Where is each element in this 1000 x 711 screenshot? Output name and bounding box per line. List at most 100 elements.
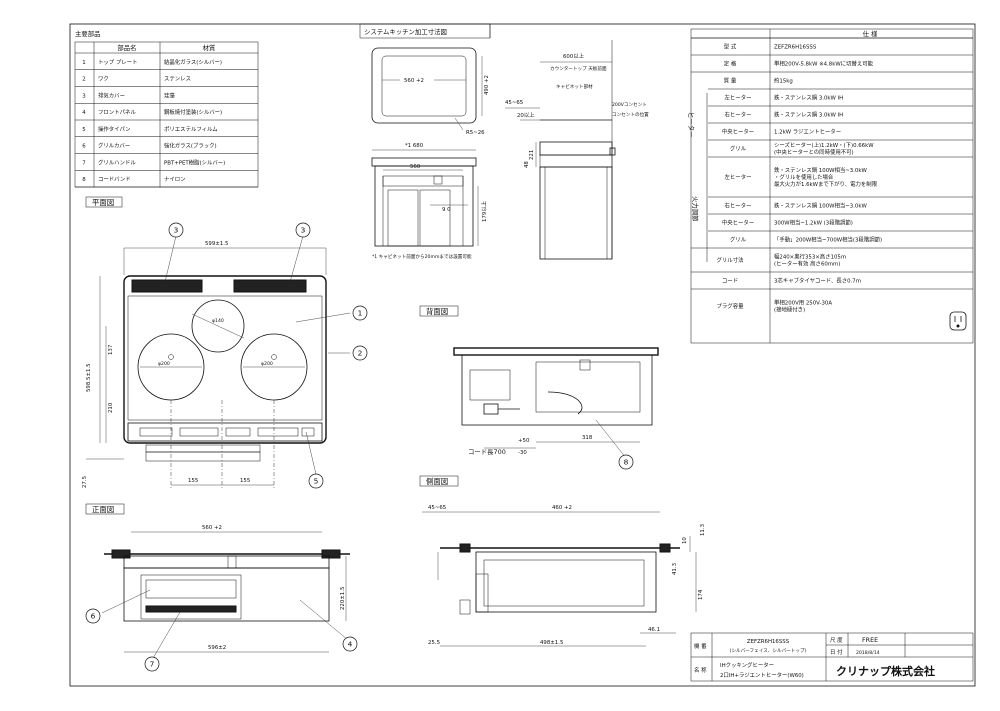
parts-row-no: 8	[82, 177, 86, 183]
parts-header-name: 部品名	[117, 43, 136, 52]
parts-row-no: 2	[82, 77, 85, 83]
tb-name2: 2口IH+ラジエントヒーター(W60)	[720, 671, 804, 679]
plan-width: 599±1.5	[205, 241, 228, 247]
spec-row-value: 幅240×奥行353×高さ105m(ヒーター有効 高さ60mm)	[774, 253, 846, 268]
parts-row-name: グリルカバー	[98, 142, 130, 150]
spec-row-value: 鉄・ステンレス鍋 3.0kW IH	[774, 111, 843, 119]
callout-number: 8	[624, 458, 629, 467]
parts-row-material: 結晶化ガラス(シルバー)	[164, 58, 222, 66]
callout-number: 3	[301, 226, 306, 235]
callout-circle	[352, 345, 368, 361]
spec-row-label: プラグ容量	[717, 302, 745, 310]
side-174: 174	[698, 589, 704, 600]
spec-row-value: 300W相当~1.2kW (3段階調節)	[774, 219, 853, 227]
parts-row-material: ポリエステルフィルム	[164, 125, 218, 133]
tb-label-model: 機 番	[694, 642, 707, 650]
parts-row-material: ナイロン	[164, 176, 186, 183]
front-220: 220±1.5	[340, 587, 346, 610]
front-560: 560 +2	[202, 525, 222, 531]
spec-row-value: 「手動」200W相当~700W相当(3段階調節)	[774, 236, 882, 244]
callout-number: 1	[358, 309, 363, 318]
spec-row-label: 中央ヒーター	[722, 219, 754, 227]
plan-right-vent	[233, 279, 307, 293]
cutout-600: 600以上	[563, 52, 585, 60]
spec-row-label: 左ヒーター	[725, 94, 752, 102]
callout-circle	[618, 454, 634, 470]
plan-view: 平面図 599±1.5 φ140 φ200 φ200	[82, 196, 327, 490]
callout-number: 6	[91, 612, 96, 621]
plan-center-burner	[191, 299, 245, 353]
plug-icon	[949, 311, 967, 331]
callout-circle	[85, 608, 101, 624]
cutout-width: 560 +2	[404, 78, 424, 84]
sheet-frame	[69, 23, 976, 687]
callout-circle	[144, 656, 160, 672]
parts-row-name: 排気カバー	[98, 91, 125, 99]
spec-row-label: 中央ヒーター	[722, 128, 754, 136]
tb-date: 2018/8/14	[856, 650, 880, 656]
parts-row-name: トップ プレート	[98, 59, 137, 66]
spec-row-label: 型 式	[724, 43, 737, 51]
plan-155a: 155	[188, 478, 198, 484]
plan-275: 27.5	[82, 476, 88, 488]
cutout-221: 221	[529, 150, 535, 160]
spec-row-label: グリル	[730, 145, 747, 153]
side-title: 側面図	[426, 477, 448, 486]
spec-row-value: シーズヒーター(上)1.2kW・(下)0.66kW(中央ヒーターとの同時使用不可…	[774, 141, 874, 156]
parts-row-material: 強化ガラス(ブラック)	[164, 142, 217, 150]
plan-control-keys	[139, 427, 315, 437]
cutout-20: 20以上	[517, 111, 535, 119]
spec-row-label: 右ヒーター	[725, 111, 752, 119]
side-view: 側面図 45~65 460 +2 498±1.5 25.5 46.1 10 11…	[419, 475, 706, 647]
tb-model: ZEFZR6H16SSS	[747, 639, 790, 645]
spec-row-value: 鉄・ステンレス鍋 100W相当~3.0kW・グリルを使用した場合最大火力が1.6…	[774, 166, 878, 188]
spec-row-value: 約15kg	[774, 77, 793, 85]
plan-center-burner-label: φ140	[212, 318, 224, 324]
spec-row-value: 単相200V-5.8kW ※4.8kWに切替え可能	[774, 60, 874, 68]
side-255: 25.5	[428, 640, 440, 646]
tb-label-date: 日 付	[830, 648, 843, 656]
front-view: 正面図 560 +2 596±2 220±1.5	[85, 503, 350, 653]
tb-name1: IHクッキングヒーター	[720, 661, 774, 669]
parts-row-no: 5	[82, 127, 85, 133]
parts-row-material: 珪藻	[164, 91, 175, 99]
plan-depth: 598.5±1.5	[86, 363, 92, 392]
back-view: 背面図 コード長700 +50 -30 318	[419, 305, 659, 456]
parts-row-name: コードバンド	[98, 176, 131, 183]
callout-circle	[352, 305, 368, 321]
front-grill-door	[140, 574, 242, 620]
cutout-drawing: システムキッチン加工寸法図 560 +2 490 +2 R5~26 *1 680…	[359, 23, 649, 260]
callout-number: 5	[314, 477, 319, 486]
cutout-wall-note: キャビネット部材	[556, 83, 593, 90]
callout-circle	[295, 222, 311, 238]
callout-circle	[342, 636, 358, 652]
callout-circle	[168, 222, 184, 238]
spec-row-label: 定 格	[724, 60, 737, 68]
parts-row-material: 鋼板焼付塗装(シルバー)	[164, 108, 222, 116]
back-title: 背面図	[426, 307, 448, 316]
spec-row-value: 鉄・ステンレス鍋 100W相当~3.0kW	[774, 202, 867, 210]
callout-number: 3	[174, 226, 179, 235]
parts-row-no: 3	[82, 93, 85, 99]
tb-label-scale: 尺 度	[830, 636, 843, 644]
parts-row-no: 6	[82, 144, 86, 150]
front-title: 正面図	[92, 505, 114, 514]
side-10: 10	[682, 537, 688, 544]
spec-row-label: グリル寸法	[717, 256, 745, 264]
spec-row-label: 質 量	[724, 77, 737, 85]
cutout-4565: 45~65	[505, 100, 523, 106]
back-cord-minus: -30	[518, 450, 527, 456]
plan-210: 210	[108, 402, 114, 413]
back-plug	[483, 403, 499, 415]
tb-label-name: 名 称	[694, 666, 707, 674]
front-grill-handle	[145, 605, 237, 613]
cutout-depth: 490 +2	[484, 75, 490, 95]
parts-row-no: 7	[82, 160, 85, 166]
cutout-48: 48	[524, 161, 530, 168]
parts-row-material: PBT+PET樹脂(シルバー)	[164, 158, 225, 166]
tb-scale: FREE	[862, 636, 878, 644]
